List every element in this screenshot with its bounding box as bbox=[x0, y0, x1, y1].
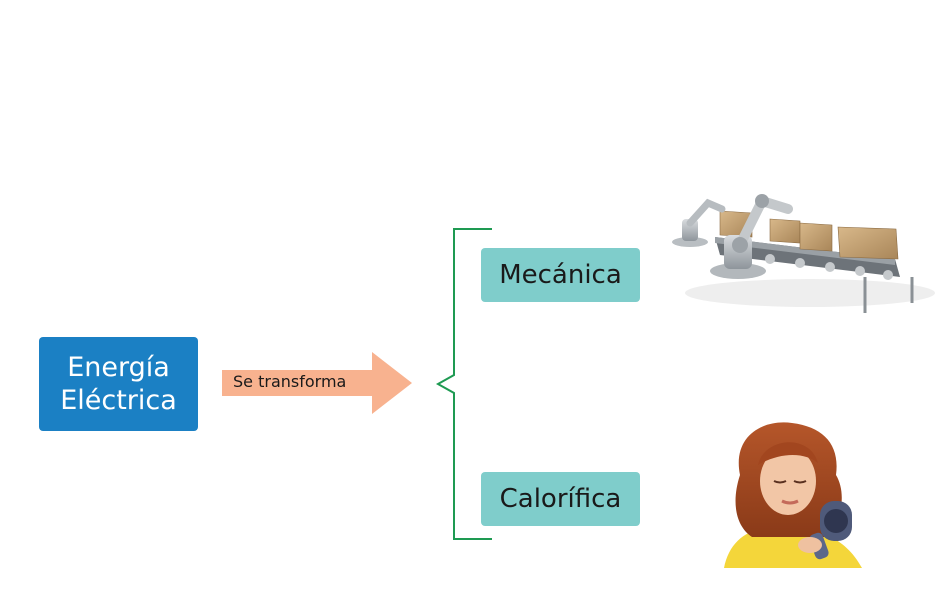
transform-arrow bbox=[222, 352, 412, 414]
calorifica-box: Calorífica bbox=[481, 472, 640, 526]
source-label-line1: Energía bbox=[67, 352, 170, 383]
calorifica-label: Calorífica bbox=[499, 484, 622, 514]
mecanica-box: Mecánica bbox=[481, 248, 640, 302]
source-label-line2: Eléctrica bbox=[60, 385, 177, 416]
energia-electrica-box: Energía Eléctrica bbox=[39, 337, 198, 431]
arrow-label: Se transforma bbox=[233, 372, 347, 391]
mecanica-label: Mecánica bbox=[499, 260, 622, 290]
branch-brace bbox=[435, 228, 492, 540]
robot-conveyor-illustration bbox=[672, 194, 935, 313]
hair-dryer-illustration bbox=[724, 422, 862, 568]
